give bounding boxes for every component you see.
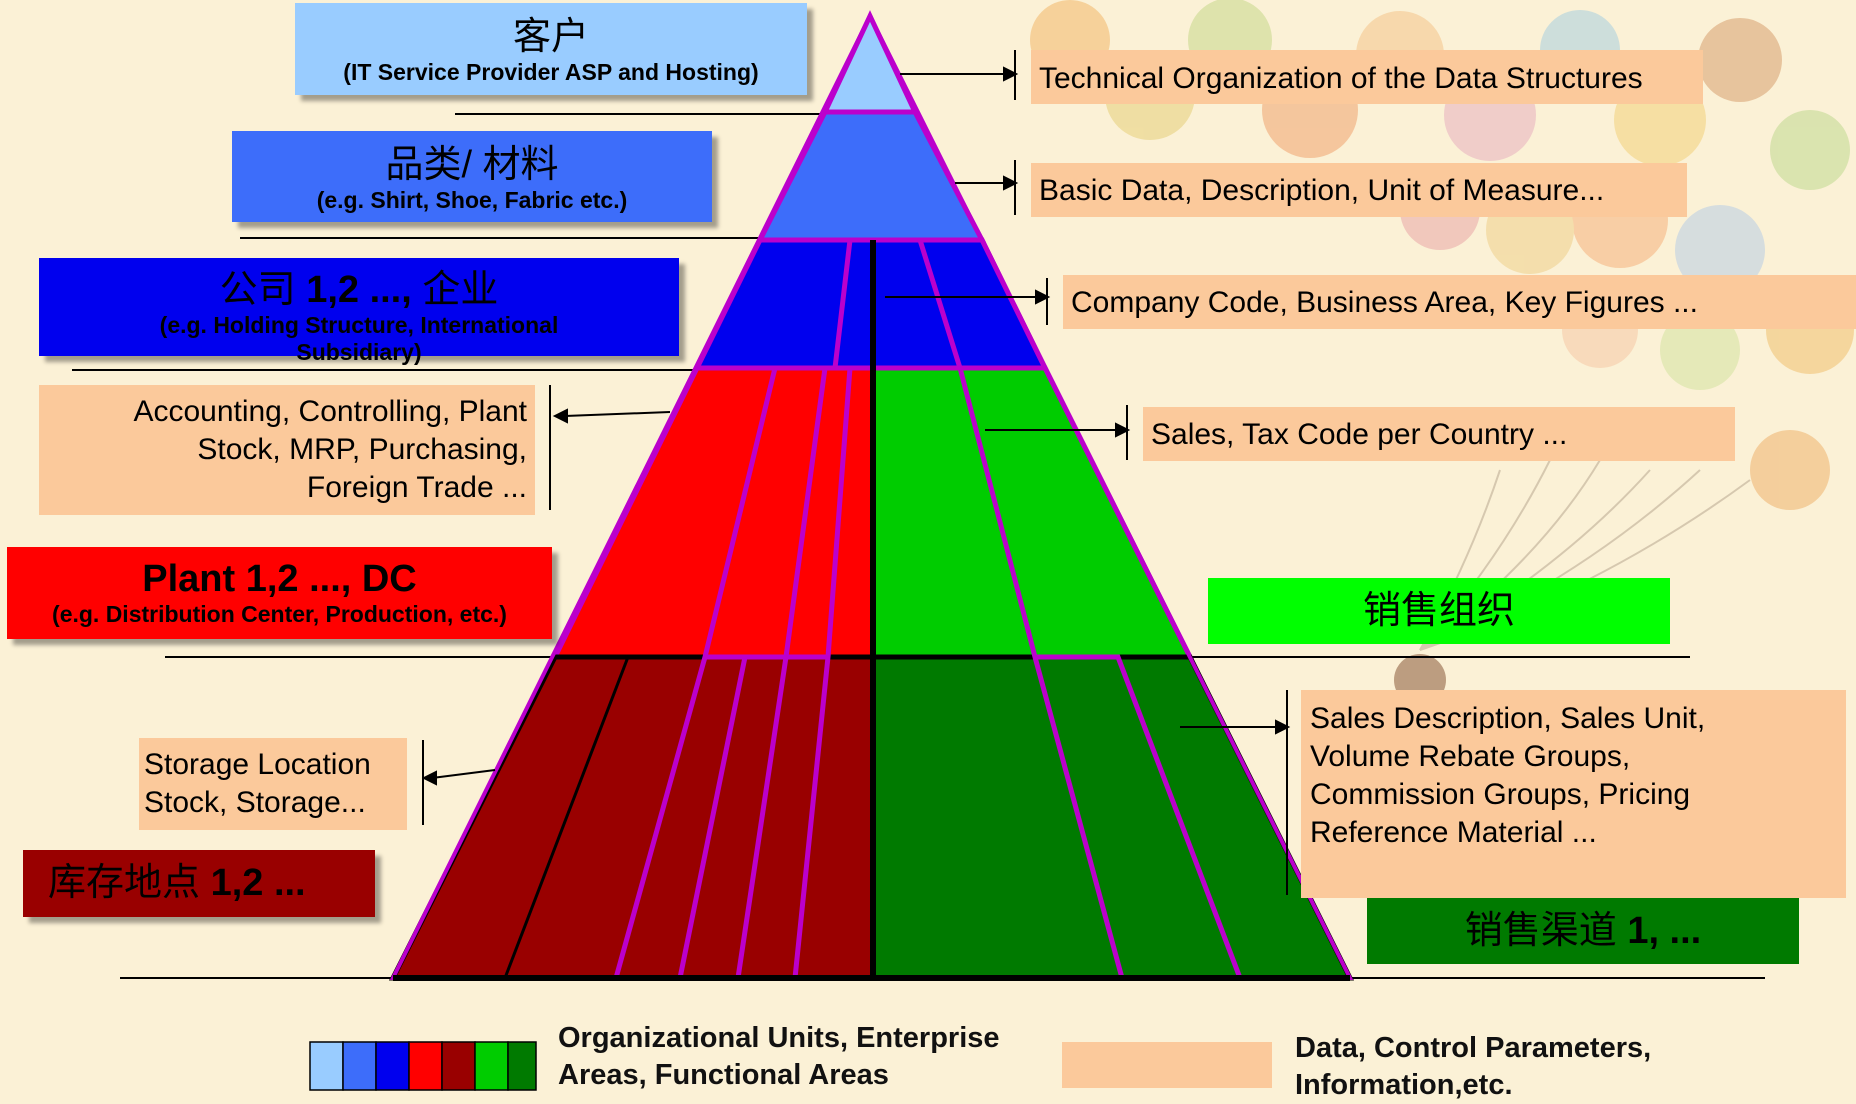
info-company-code: Company Code, Business Area, Key Figures… <box>1063 275 1856 329</box>
label-sales-org: 销售组织 <box>1208 578 1670 644</box>
info-technical: Technical Organization of the Data Struc… <box>1031 50 1703 104</box>
label-material-subtitle: (e.g. Shirt, Shoe, Fabric etc.) <box>316 187 628 213</box>
label-plant-title: Plant 1,2 ..., DC <box>142 558 417 600</box>
label-plant: Plant 1,2 ..., DC (e.g. Distribution Cen… <box>7 547 552 639</box>
label-company-title: 公司 1,2 ..., 企业 <box>219 269 499 311</box>
label-channel-title: 销售渠道 1, ... <box>1464 910 1702 952</box>
label-company-subtitle: (e.g. Holding Structure, International S… <box>159 312 559 365</box>
label-storage: 库存地点 1,2 ... <box>23 850 375 917</box>
legend-data-text: Data, Control Parameters, Information,et… <box>1295 1032 1652 1101</box>
label-client-title: 客户 <box>512 16 589 58</box>
info-accounting: Accounting, Controlling, Plant Stock, MR… <box>39 385 535 515</box>
label-sales-org-title: 销售组织 <box>1362 590 1515 632</box>
label-company: 公司 1,2 ..., 企业 (e.g. Holding Structure, … <box>39 258 679 365</box>
label-client: 客户 (IT Service Provider ASP and Hosting) <box>295 3 807 95</box>
info-storage: Storage Location Stock, Storage... <box>139 738 407 830</box>
label-material: 品类/ 材料 (e.g. Shirt, Shoe, Fabric etc.) <box>232 131 712 222</box>
legend-data-swatch <box>1062 1042 1272 1088</box>
label-client-subtitle: (IT Service Provider ASP and Hosting) <box>343 59 759 85</box>
info-sales-tax: Sales, Tax Code per Country ... <box>1143 407 1735 461</box>
info-sales-desc: Sales Description, Sales Unit, Volume Re… <box>1301 690 1846 898</box>
legend-org-units-text: Organizational Units, Enterprise Areas, … <box>558 1022 1000 1091</box>
label-material-title: 品类/ 材料 <box>385 144 559 186</box>
label-channel: 销售渠道 1, ... <box>1367 898 1799 964</box>
level-client <box>821 10 919 115</box>
label-storage-title: 库存地点 1,2 ... <box>48 862 306 904</box>
label-plant-subtitle: (e.g. Distribution Center, Production, e… <box>52 601 507 627</box>
info-basic: Basic Data, Description, Unit of Measure… <box>1031 163 1687 217</box>
legend-swatches <box>309 1041 537 1091</box>
